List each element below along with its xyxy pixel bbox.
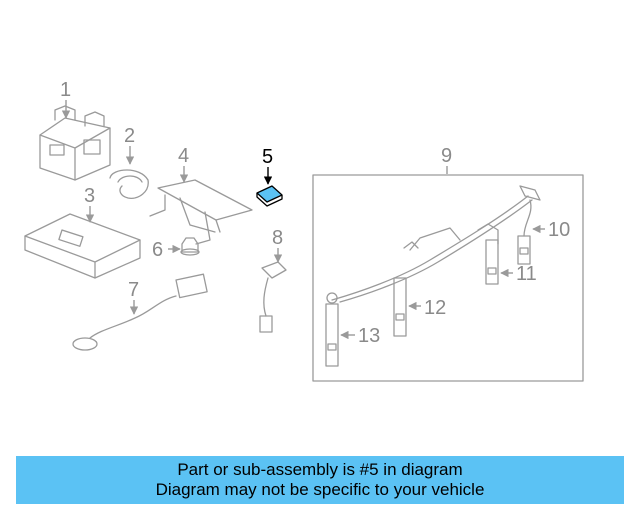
callout-13: 13 [358, 325, 380, 347]
callout-4: 4 [178, 145, 189, 167]
part-9-wire-set: 9 10 11 12 13 [312, 145, 584, 382]
callout-9: 9 [441, 145, 452, 167]
callout-6: 6 [152, 239, 163, 261]
info-banner: Part or sub-assembly is #5 in diagram Di… [16, 456, 624, 504]
part-2-clip: 2 [109, 125, 149, 199]
part-1-ignition-coil: 1 [39, 79, 111, 181]
part-4-bracket: 4 [149, 145, 253, 245]
callout-5: 5 [262, 146, 273, 168]
part-6-grommet: 6 [152, 237, 200, 261]
part-3-control-module: 3 [24, 185, 141, 279]
banner-line-2: Diagram may not be specific to your vehi… [155, 480, 485, 499]
callout-2: 2 [124, 125, 135, 147]
callout-11: 11 [516, 263, 537, 285]
callout-3: 3 [84, 185, 95, 207]
callout-8: 8 [272, 227, 283, 249]
callout-12: 12 [424, 297, 446, 319]
callout-7: 7 [128, 279, 139, 301]
banner-line-1: Part or sub-assembly is #5 in diagram [177, 460, 463, 479]
part-5-highlighted: 5 [256, 146, 283, 207]
parts-diagram: 1 2 3 4 5 6 [24, 79, 584, 382]
part-8-sensor: 8 [259, 227, 287, 333]
callout-10: 10 [548, 219, 570, 241]
part-7-sensor: 7 [72, 273, 208, 351]
callout-1: 1 [60, 79, 71, 101]
